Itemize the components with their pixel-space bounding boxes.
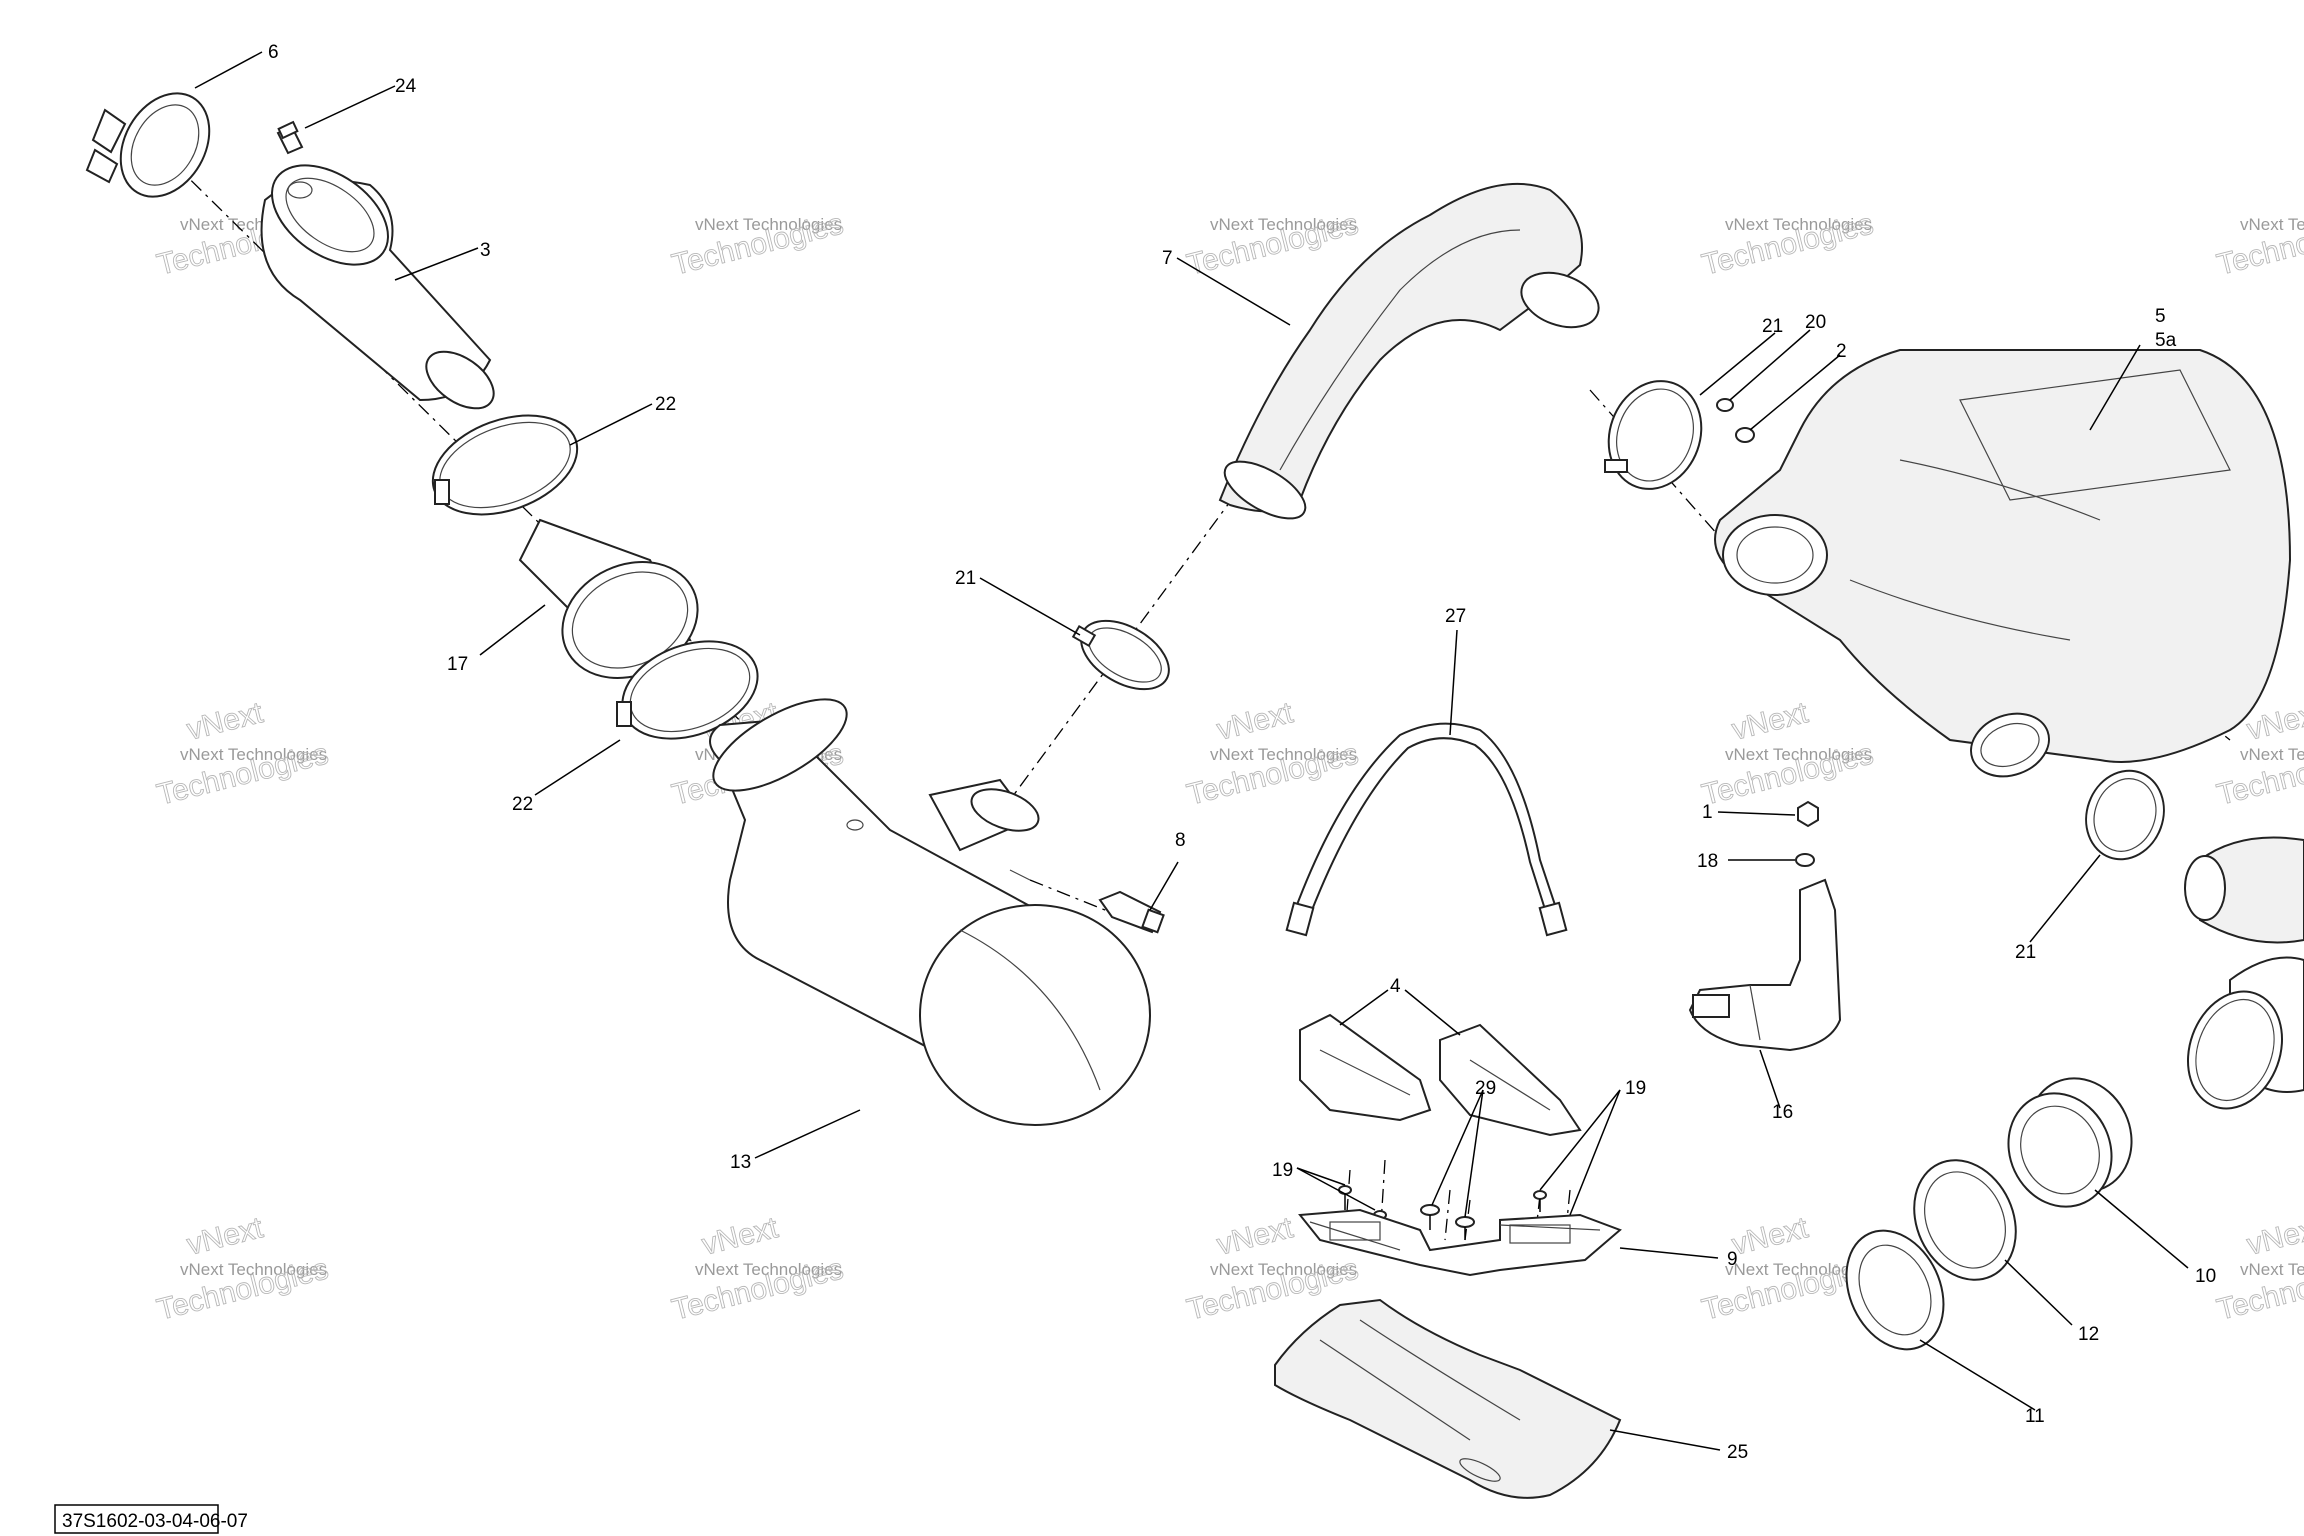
washer-part-2: [1735, 427, 1755, 443]
svg-text:vNext Technologies: vNext Technologies: [1725, 1260, 1872, 1279]
svg-text:vNext Technologies: vNext Technologies: [2240, 745, 2304, 764]
pipe-part-7: [1218, 182, 1600, 520]
callout-21: 21: [2015, 942, 2036, 963]
svg-text:vNext: vNext: [1729, 696, 1812, 747]
callout-11: 11: [2025, 1406, 2045, 1427]
watermark: vNext Technologies Technologies: [1698, 207, 1877, 282]
callout-19: 19: [1272, 1160, 1293, 1181]
callout-22: 22: [512, 794, 533, 815]
callout-3: 3: [480, 240, 491, 261]
washer-part-20: [1716, 398, 1734, 412]
callout-12: 12: [2078, 1324, 2099, 1345]
svg-text:vNext Technologies: vNext Technologies: [1725, 745, 1872, 764]
svg-text:vNext: vNext: [184, 696, 267, 747]
svg-text:vNext Technologies: vNext Technologies: [2240, 1260, 2304, 1279]
svg-text:vNext Technologies: vNext Technologies: [1725, 215, 1872, 234]
callout-29: 29: [1475, 1078, 1496, 1099]
svg-text:vNext: vNext: [699, 1211, 782, 1262]
callout-16: 16: [1772, 1102, 1793, 1123]
callout-9: 9: [1727, 1249, 1738, 1270]
fitting-part-24: [276, 120, 304, 155]
callout-25: 25: [1727, 1442, 1748, 1463]
bracket-part-16: [1688, 878, 1842, 1052]
callout-18: 18: [1697, 851, 1718, 872]
svg-text:vNext: vNext: [1214, 1211, 1297, 1262]
svg-text:vNext Technologies: vNext Technologies: [180, 745, 327, 764]
screw-part-29: [1455, 1216, 1475, 1240]
hose-clamp-part-21-right: [1604, 380, 1703, 490]
svg-text:vNext Technologies: vNext Technologies: [2240, 215, 2304, 234]
callout-24: 24: [395, 76, 417, 97]
callout-10: 10: [2195, 1266, 2216, 1287]
watermark: vNext Technologies Technologies: [668, 207, 847, 282]
hose-clamp-part-21-lower: [2085, 769, 2165, 861]
watermark: vNext vNext Technologies Technologies: [1698, 696, 1877, 813]
muffler-part-13: [709, 698, 1151, 1126]
watermark: vNext Technologies Technologies: [2213, 207, 2304, 282]
callout-1: 1: [1702, 802, 1713, 823]
clamp-part-22-upper: [431, 414, 579, 516]
watermark: vNext vNext Technologies Technologies: [2213, 1211, 2304, 1328]
callout-21: 21: [1762, 316, 1783, 337]
svg-text:vNext: vNext: [2244, 1211, 2304, 1262]
callout-21: 21: [955, 568, 976, 589]
strap-part-27: [1285, 722, 1568, 937]
callout-17: 17: [447, 654, 468, 675]
heat-guard-part-4-left: [1299, 1013, 1432, 1122]
svg-text:vNext Technologies: vNext Technologies: [180, 1260, 327, 1279]
svg-text:vNext: vNext: [1214, 696, 1297, 747]
drawing-code-box: 37S1602-03-04-06-07: [54, 1504, 248, 1534]
leader-lines: [194, 51, 2189, 1451]
heat-shield-part-25: [1274, 1298, 1622, 1499]
washer-part-18: [1795, 853, 1815, 867]
svg-text:vNext Technologies: vNext Technologies: [695, 1260, 842, 1279]
silencer-part-5: [1714, 349, 2292, 778]
svg-text:vNext: vNext: [184, 1211, 267, 1262]
drawing-code: 37S1602-03-04-06-07: [62, 1511, 248, 1532]
heat-guard-part-4-right: [1439, 1023, 1582, 1137]
nut-part-1: [1797, 800, 1819, 828]
callout-5: 5: [2155, 306, 2166, 327]
svg-text:vNext Technologies: vNext Technologies: [1210, 1260, 1357, 1279]
callout-5a: 5a: [2155, 330, 2177, 351]
hose-clamp-right-edge: [2186, 990, 2284, 1110]
callout-19: 19: [1625, 1078, 1646, 1099]
watermark: vNext vNext Technologies Technologies: [1183, 696, 1362, 813]
callout-22: 22: [655, 394, 676, 415]
svg-text:vNext Technologies: vNext Technologies: [695, 215, 842, 234]
svg-text:vNext Technologies: vNext Technologies: [1210, 745, 1357, 764]
callout-6: 6: [268, 42, 279, 63]
v-band-clamp-part-6: [85, 92, 211, 198]
callout-labels: 6 24 3 22 17 22 7 21 8 13 27 21 20 2 5 5…: [268, 42, 2216, 1463]
ring-part-11: [1845, 1229, 1945, 1351]
watermark: vNext Technologies Technologies: [1183, 207, 1362, 282]
coupling-part-10: [2007, 1077, 2133, 1208]
sleeve-part-17: [518, 518, 699, 679]
clamp-part-22-lower: [616, 640, 759, 740]
callout-4: 4: [1390, 976, 1401, 997]
sensor-part-8: [1098, 890, 1165, 934]
svg-text:vNext Technologies: vNext Technologies: [1210, 215, 1357, 234]
screw-part-19: [1533, 1190, 1547, 1212]
callout-8: 8: [1175, 830, 1186, 851]
mounting-plate-part-9: [1298, 1208, 1622, 1277]
svg-text:vNext: vNext: [1729, 1211, 1812, 1262]
callout-7: 7: [1162, 248, 1173, 269]
screw-part-19: [1338, 1185, 1352, 1210]
callout-13: 13: [730, 1152, 751, 1173]
screw-part-29: [1420, 1204, 1440, 1230]
watermark: vNext vNext Technologies Technologies: [153, 696, 332, 813]
watermark: vNext vNext Technologies Technologies: [668, 1211, 847, 1328]
header-pipe-part-3: [260, 164, 495, 410]
callout-20: 20: [1805, 312, 1826, 333]
callout-27: 27: [1445, 606, 1466, 627]
watermark: vNext vNext Technologies Technologies: [153, 1211, 332, 1328]
callout-2: 2: [1836, 341, 1847, 362]
hose-clamp-part-21-upper: [1071, 619, 1170, 691]
gasket-part-12: [1913, 1159, 2017, 1281]
